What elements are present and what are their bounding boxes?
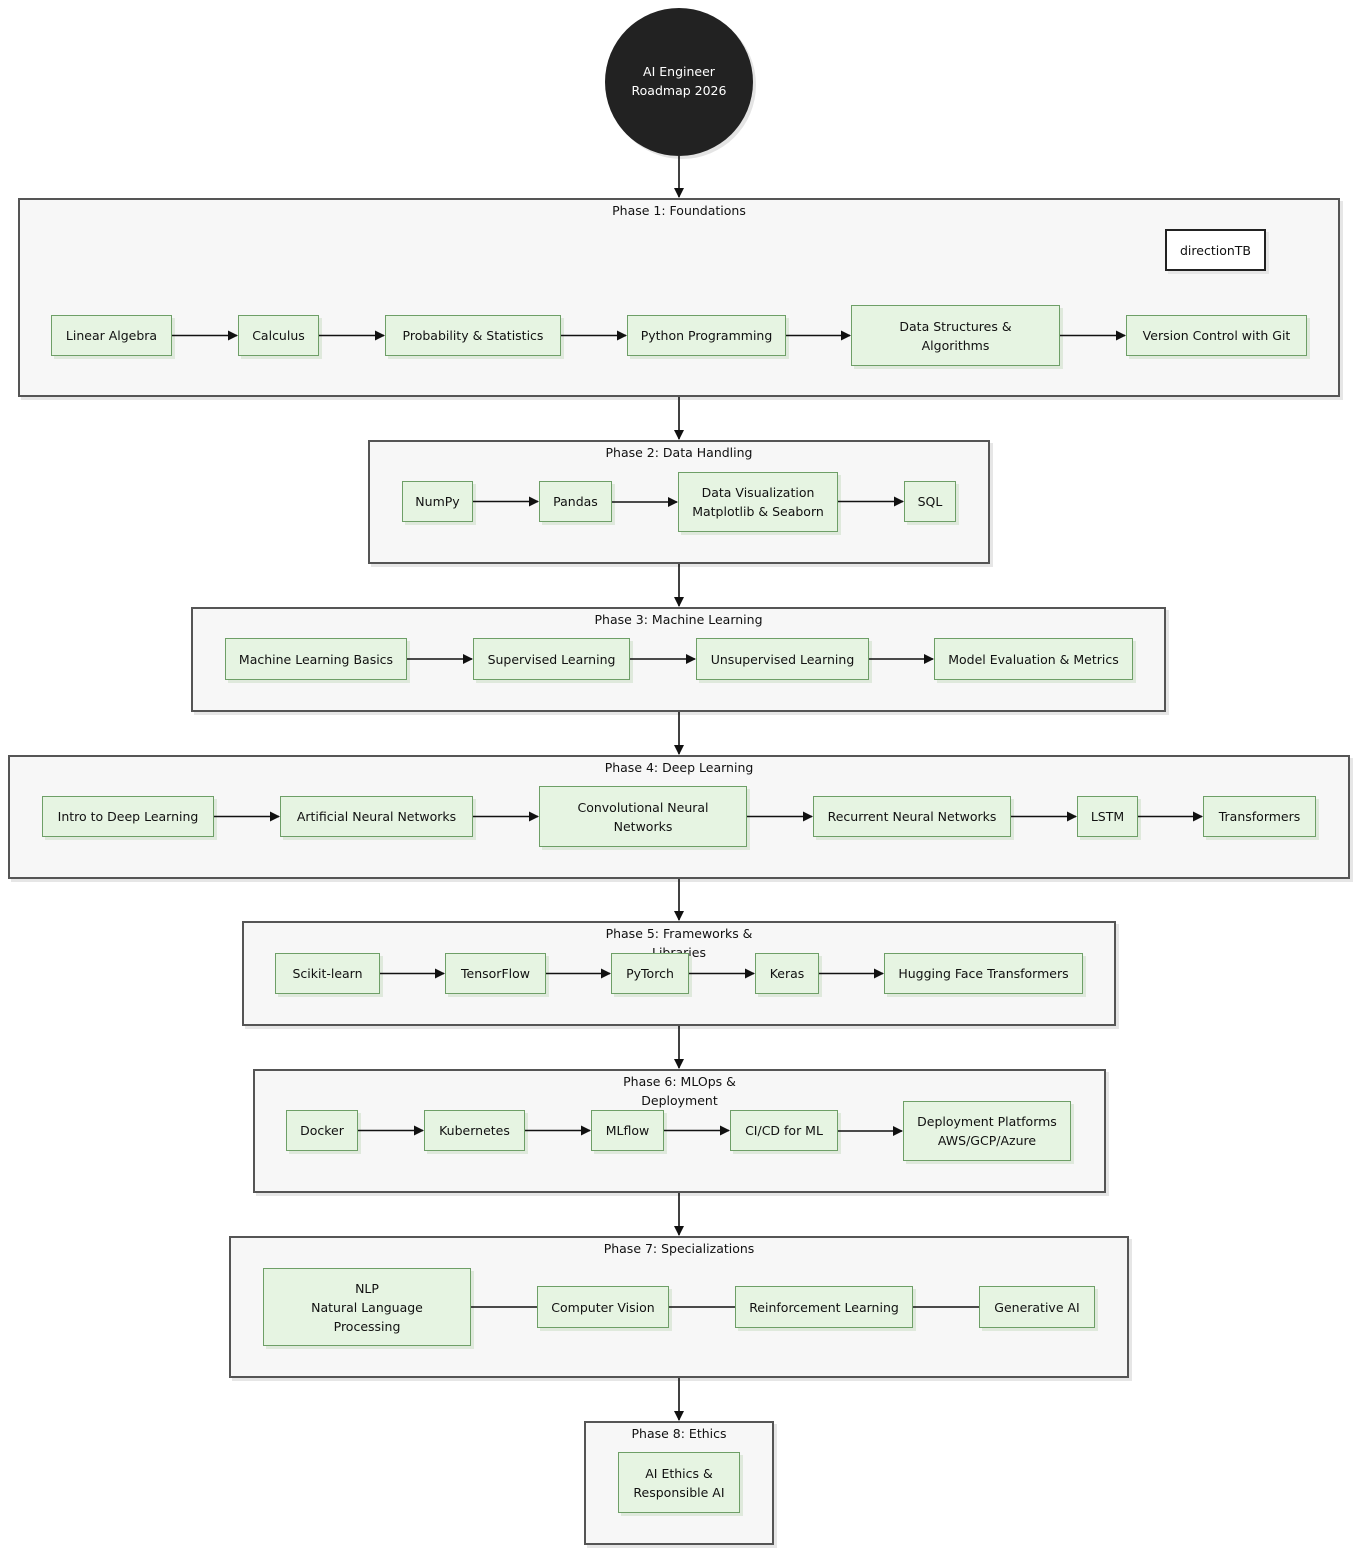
node-reinforcement-learning: Reinforcement Learning <box>735 1286 913 1328</box>
phase-2-title: Phase 2: Data Handling <box>605 445 753 460</box>
node-calculus: Calculus <box>238 315 319 356</box>
phase-3-title: Phase 3: Machine Learning <box>594 612 763 627</box>
node-pytorch: PyTorch <box>611 953 689 994</box>
node-sql: SQL <box>904 481 956 522</box>
node-lstm: LSTM <box>1077 796 1138 837</box>
node-machine-learning-basics: Machine Learning Basics <box>225 638 407 680</box>
phase-1-title: Phase 1: Foundations <box>612 203 746 218</box>
node-ai-ethics-and-responsible-ai: AI Ethics & Responsible AI <box>618 1452 740 1513</box>
node-convolutional-neural-networks: Convolutional Neural Networks <box>539 786 747 847</box>
node-docker: Docker <box>286 1110 358 1151</box>
node-model-evaluation-and-metrics: Model Evaluation & Metrics <box>934 638 1133 680</box>
node-ci-cd-for-ml: CI/CD for ML <box>730 1110 838 1151</box>
node-nlp-natural-language-processing: NLP Natural Language Processing <box>263 1268 471 1346</box>
direction-node: directionTB <box>1165 229 1266 271</box>
node-data-structures-and-algorithms: Data Structures & Algorithms <box>851 305 1060 366</box>
start-node-label: AI Engineer Roadmap 2026 <box>631 64 727 98</box>
node-unsupervised-learning: Unsupervised Learning <box>696 638 869 680</box>
node-scikit-learn: Scikit-learn <box>275 953 380 994</box>
node-linear-algebra: Linear Algebra <box>51 315 172 356</box>
node-hugging-face-transformers: Hugging Face Transformers <box>884 953 1083 994</box>
phase-8-group: Phase 8: Ethics <box>584 1421 774 1545</box>
node-generative-ai: Generative AI <box>979 1286 1095 1328</box>
node-data-visualization-matplotlib-and-seaborn: Data Visualization Matplotlib & Seaborn <box>678 472 838 532</box>
phase-7-title: Phase 7: Specializations <box>603 1241 755 1256</box>
node-python-programming: Python Programming <box>627 315 786 356</box>
node-version-control-with-git: Version Control with Git <box>1126 315 1307 356</box>
node-kubernetes: Kubernetes <box>424 1110 525 1151</box>
node-mlflow: MLflow <box>591 1110 664 1151</box>
phase-5-title: Phase 5: Frameworks & Libraries <box>605 926 753 960</box>
node-tensorflow: TensorFlow <box>445 953 546 994</box>
node-deployment-platforms-aws-gcp-azure: Deployment Platforms AWS/GCP/Azure <box>903 1101 1071 1161</box>
node-numpy: NumPy <box>402 481 473 522</box>
node-intro-to-deep-learning: Intro to Deep Learning <box>42 796 214 837</box>
phase-8-title: Phase 8: Ethics <box>631 1426 727 1441</box>
node-computer-vision: Computer Vision <box>537 1286 669 1328</box>
node-pandas: Pandas <box>539 481 612 522</box>
node-probability-and-statistics: Probability & Statistics <box>385 315 561 356</box>
phase-6-title: Phase 6: MLOps & Deployment <box>623 1074 736 1108</box>
node-transformers: Transformers <box>1203 796 1316 837</box>
node-artificial-neural-networks: Artificial Neural Networks <box>280 796 473 837</box>
node-recurrent-neural-networks: Recurrent Neural Networks <box>813 796 1011 837</box>
start-node: AI Engineer Roadmap 2026 <box>605 8 753 156</box>
node-keras: Keras <box>755 953 819 994</box>
phase-4-title: Phase 4: Deep Learning <box>604 760 754 775</box>
node-supervised-learning: Supervised Learning <box>473 638 630 680</box>
phase-1-group: Phase 1: Foundations <box>18 198 1340 397</box>
